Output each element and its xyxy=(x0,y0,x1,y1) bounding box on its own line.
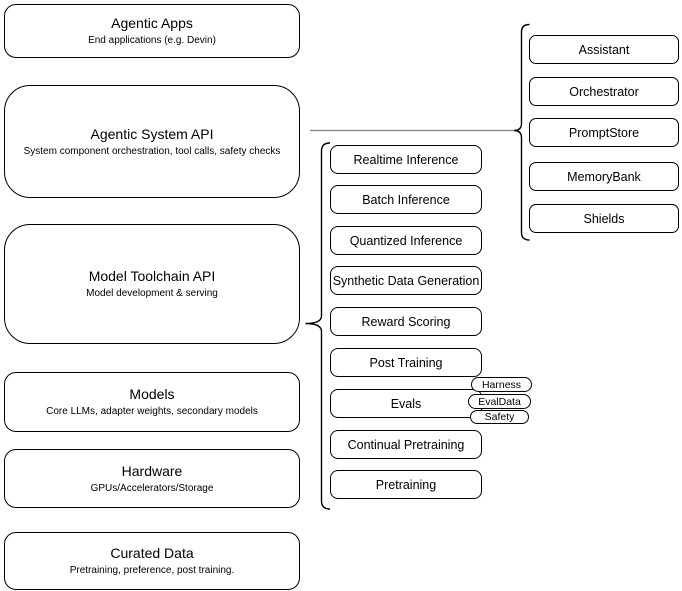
node-shields: Shields xyxy=(529,204,679,233)
toolchain-brace xyxy=(305,142,331,510)
node-assistant: Assistant xyxy=(529,35,679,64)
tag-label: Harness xyxy=(481,378,522,391)
node-label: Quantized Inference xyxy=(349,233,463,248)
node-hardware: Hardware GPUs/Accelerators/Storage xyxy=(4,449,300,508)
node-models: Models Core LLMs, adapter weights, secon… xyxy=(4,372,300,432)
node-label: Evals xyxy=(390,396,422,411)
node-title: Hardware xyxy=(121,462,183,479)
node-subtitle: System component orchestration, tool cal… xyxy=(23,145,281,157)
node-label: Shields xyxy=(583,211,625,226)
node-subtitle: GPUs/Accelerators/Storage xyxy=(90,482,214,494)
node-batch-inference: Batch Inference xyxy=(330,185,482,214)
node-curated-data: Curated Data Pretraining, preference, po… xyxy=(4,532,300,590)
node-label: Assistant xyxy=(578,42,630,57)
node-continual-pretraining: Continual Pretraining xyxy=(330,430,482,459)
node-subtitle: Core LLMs, adapter weights, secondary mo… xyxy=(46,406,258,417)
node-label: Continual Pretraining xyxy=(347,437,465,452)
node-subtitle: Pretraining, preference, post training. xyxy=(69,565,235,576)
node-reward-scoring: Reward Scoring xyxy=(330,307,482,336)
node-agentic-system-api: Agentic System API System component orch… xyxy=(4,85,300,198)
node-title: Curated Data xyxy=(110,545,194,561)
node-label: Realtime Inference xyxy=(353,152,459,167)
node-label: Synthetic Data Generation xyxy=(332,273,480,288)
tag-harness: Harness xyxy=(471,377,532,392)
node-memorybank: MemoryBank xyxy=(529,162,679,191)
node-label: Reward Scoring xyxy=(361,314,451,329)
node-label: Batch Inference xyxy=(362,192,450,207)
tag-label: EvalData xyxy=(478,395,521,408)
node-orchestrator: Orchestrator xyxy=(529,77,679,106)
node-label: Pretraining xyxy=(375,477,437,492)
node-synthetic-data-generation: Synthetic Data Generation xyxy=(330,266,482,295)
node-title: Agentic Apps xyxy=(111,15,193,31)
node-title: Agentic System API xyxy=(90,125,214,142)
tag-evaldata: EvalData xyxy=(468,394,531,409)
tag-label: Safety xyxy=(484,410,515,423)
node-label: Orchestrator xyxy=(569,84,639,99)
node-pretraining: Pretraining xyxy=(330,470,482,499)
node-label: MemoryBank xyxy=(567,169,641,184)
node-title: Model Toolchain API xyxy=(88,268,216,284)
node-subtitle: Model development & serving xyxy=(86,288,218,299)
node-model-toolchain-api: Model Toolchain API Model development & … xyxy=(4,224,300,344)
node-label: PromptStore xyxy=(568,125,640,140)
node-subtitle: End applications (e.g. Devin) xyxy=(88,35,216,46)
node-quantized-inference: Quantized Inference xyxy=(330,226,482,255)
tag-safety: Safety xyxy=(470,409,529,424)
node-promptstore: PromptStore xyxy=(529,118,679,147)
node-label: Post Training xyxy=(369,355,443,370)
node-agentic-apps: Agentic Apps End applications (e.g. Devi… xyxy=(4,4,300,58)
node-title: Models xyxy=(129,386,175,402)
system-components-brace xyxy=(513,23,530,241)
node-evals: Evals xyxy=(330,389,482,418)
node-realtime-inference: Realtime Inference xyxy=(330,145,482,174)
node-post-training: Post Training xyxy=(330,348,482,377)
